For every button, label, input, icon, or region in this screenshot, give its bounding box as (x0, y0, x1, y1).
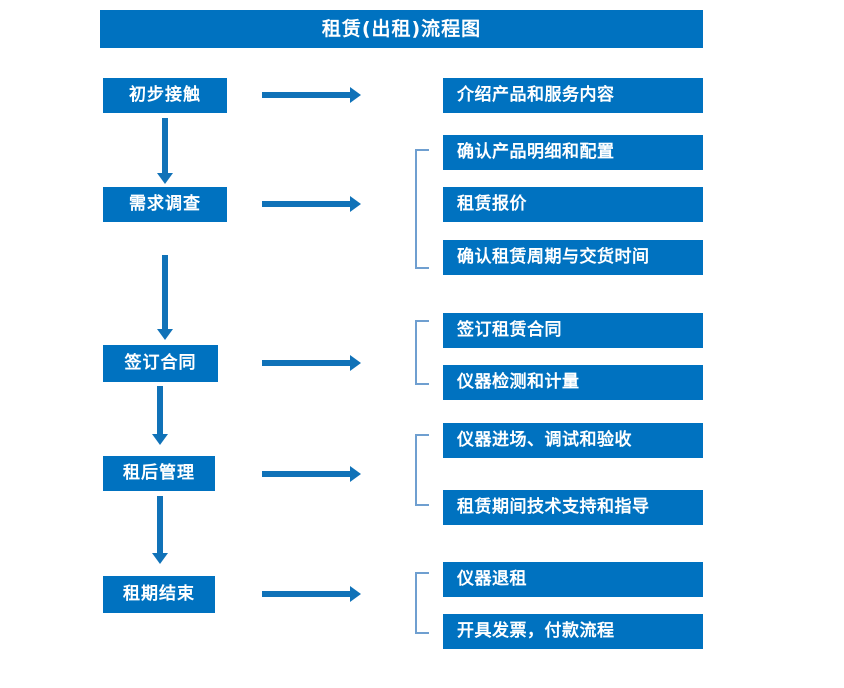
stage-box-需求调查[interactable]: 需求调查 (103, 187, 227, 222)
stage-box-租后管理[interactable]: 租后管理 (103, 456, 215, 491)
stage-box-初步接触[interactable]: 初步接触 (103, 78, 227, 113)
group-bracket-需求调查 (415, 149, 429, 269)
detail-box-开具发票付款流程[interactable]: 开具发票，付款流程 (443, 614, 703, 649)
detail-box-确认租赁周期与交货时间[interactable]: 确认租赁周期与交货时间 (443, 240, 703, 275)
detail-box-介绍产品和服务内容[interactable]: 介绍产品和服务内容 (443, 78, 703, 113)
detail-box-仪器退租[interactable]: 仪器退租 (443, 562, 703, 597)
detail-box-租赁期间技术支持和指导[interactable]: 租赁期间技术支持和指导 (443, 490, 703, 525)
stage-box-签订合同[interactable]: 签订合同 (103, 345, 218, 382)
stage-box-租期结束[interactable]: 租期结束 (103, 576, 215, 613)
detail-box-仪器检测和计量[interactable]: 仪器检测和计量 (443, 365, 703, 400)
detail-box-签订租赁合同[interactable]: 签订租赁合同 (443, 313, 703, 348)
detail-box-仪器进场调试和验收[interactable]: 仪器进场、调试和验收 (443, 423, 703, 458)
group-bracket-租期结束 (415, 572, 429, 634)
detail-box-确认产品明细和配置[interactable]: 确认产品明细和配置 (443, 135, 703, 170)
group-bracket-租后管理 (415, 434, 429, 506)
diagram-title-bar: 租赁(出租)流程图 (100, 10, 703, 48)
group-bracket-签订合同 (415, 320, 429, 385)
diagram-title: 租赁(出租)流程图 (321, 17, 482, 40)
detail-box-租赁报价[interactable]: 租赁报价 (443, 187, 703, 222)
